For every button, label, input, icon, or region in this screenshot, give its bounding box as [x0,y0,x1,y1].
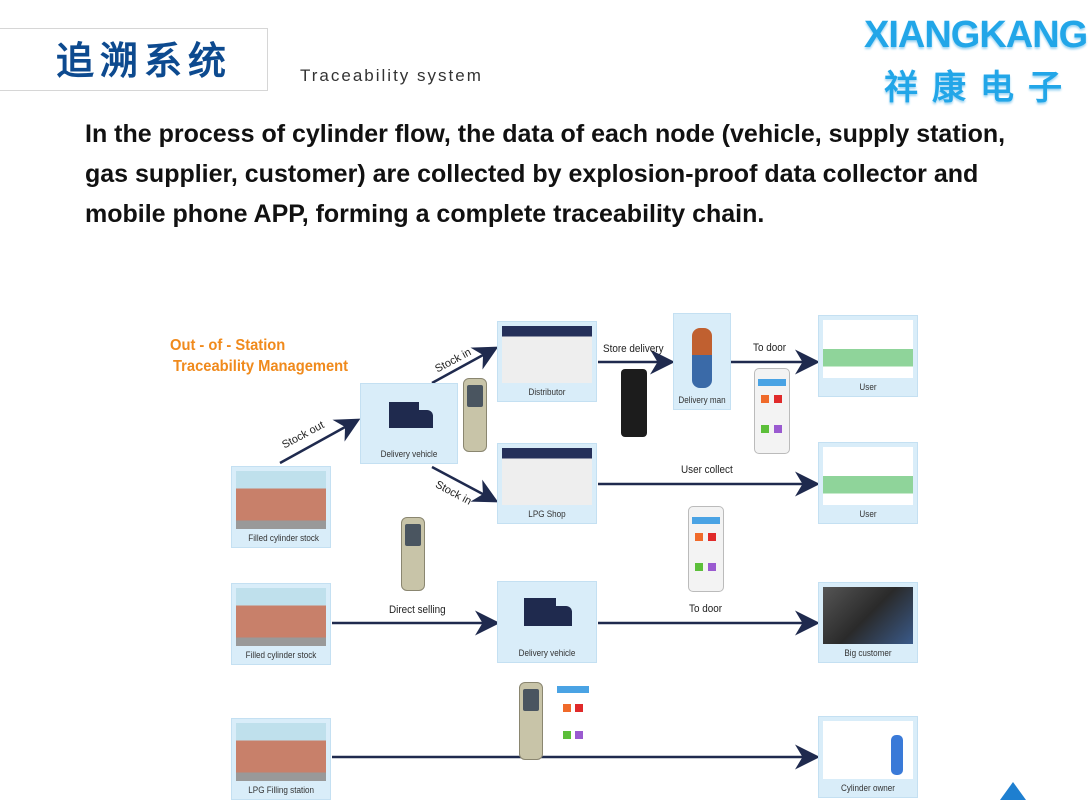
node-delivery-vehicle: Delivery vehicle [360,383,458,464]
truck-cab [556,606,572,626]
handheld-scanner-icon [463,378,487,452]
station-image [236,723,326,781]
node-filled-cylinder-stock: Filled cylinder stock [231,466,331,548]
node-lpg-filling-station: LPG Filling station [231,718,331,800]
description-paragraph: In the process of cylinder flow, the dat… [85,120,1006,228]
kitchen-image [823,447,913,505]
node-big-customer: Big customer [818,582,918,663]
next-slide-triangle [1000,782,1026,800]
arrow-stock-in-distributor [431,346,499,385]
node-label: Filled cylinder stock [245,650,317,660]
node-delivery-man: Delivery man [673,313,731,410]
diagram-title-line2: Traceability Management [173,358,349,375]
label-direct-selling: Direct selling [389,604,446,616]
shop-image [502,326,592,383]
shop-image [502,448,592,505]
truck-icon [524,598,556,626]
handheld-scanner-icon [519,682,543,760]
title-box [0,28,268,91]
node-label: Delivery vehicle [518,648,576,658]
node-user-1: User [818,315,918,397]
diagram-title-line1: Out - of - Station [170,337,286,354]
mobile-app-icon [754,368,790,454]
node-label: User [859,509,877,519]
truck-icon [389,402,419,428]
node-label: User [859,382,877,392]
app-screen-icons [557,686,589,756]
arrow-stock-out [279,418,361,465]
node-distributor: Distributor [497,321,597,402]
node-label: Cylinder owner [840,783,896,793]
node-label: Delivery man [678,395,726,405]
gas-cylinder-icon [891,735,903,775]
delivery-man-icon [692,328,712,388]
label-store-delivery: Store delivery [603,343,664,355]
arrow-stock-in-shop [431,465,499,503]
kitchen-photo [823,587,913,644]
node-user-2: User [818,442,918,524]
rugged-phone-icon [621,369,647,437]
node-lpg-shop: LPG Shop [497,443,597,524]
company-logo-chinese: 祥康电子 [884,68,1076,108]
mobile-app-icon [688,506,724,592]
truck-cab [419,410,433,428]
company-logo-text: XIANGKANG [864,14,1088,56]
label-user-collect: User collect [681,464,733,476]
station-image [236,471,326,529]
node-filled-cylinder-stock-2: Filled cylinder stock [231,583,331,665]
page-subtitle: Traceability system [300,66,483,85]
node-label: Big customer [844,648,892,658]
node-label: LPG Filling station [248,785,315,795]
node-label: Filled cylinder stock [248,533,319,543]
node-label: LPG Shop [528,509,566,519]
node-label: Distributor [528,387,566,397]
node-cylinder-owner: Cylinder owner [818,716,918,798]
node-label: Delivery vehicle [380,449,438,459]
label-to-door-1: To door [753,342,787,354]
station-image [236,588,326,646]
kitchen-image [823,320,913,378]
node-delivery-vehicle-2: Delivery vehicle [497,581,597,663]
handheld-scanner-icon [401,517,425,591]
label-to-door-2: To door [689,603,723,615]
page-title-chinese: 追溯系统 [56,39,233,83]
